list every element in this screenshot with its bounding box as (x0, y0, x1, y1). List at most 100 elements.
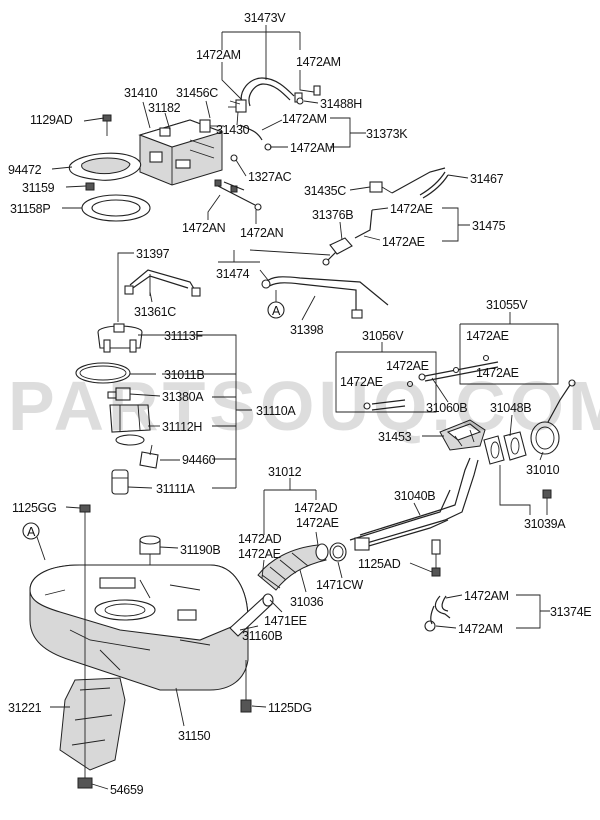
label-31113F: 31113F (164, 329, 203, 343)
screw-31159 (85, 182, 95, 191)
label-31456C: 31456C (176, 86, 218, 100)
label-31012: 31012 (268, 465, 302, 479)
label-54659: 54659 (110, 783, 144, 797)
label-1125GG: 1125GG (12, 501, 57, 515)
label-31040B: 31040B (394, 489, 435, 503)
filler-housing-31453 (439, 419, 486, 451)
hose-31056V (363, 380, 414, 411)
label-31048B: 31048B (490, 401, 531, 415)
label-1472AE: 1472AE (340, 375, 383, 389)
label-31150: 31150 (178, 729, 211, 743)
fuel-pump-31111A (111, 469, 129, 495)
label-31397: 31397 (136, 247, 170, 261)
canister-31410 (138, 119, 224, 186)
label-1472AE: 1472AE (390, 202, 433, 216)
nut-54659 (77, 560, 93, 789)
plate-31158P (81, 194, 151, 222)
pump-holder-31112H (109, 404, 151, 446)
label-31374E: 31374E (550, 605, 591, 619)
bolt-1125GG (79, 504, 91, 560)
label-31467: 31467 (470, 172, 504, 186)
watermark-text: PARTSOUQ.COM (8, 367, 600, 445)
label-31112H: 31112H (162, 420, 202, 434)
filler-hose-31036 (257, 543, 329, 591)
label-1472AM: 1472AM (282, 112, 327, 126)
label-1472AE: 1472AE (296, 516, 339, 530)
label-31039A: 31039A (524, 517, 566, 531)
label-31055V: 31055V (486, 298, 528, 312)
pipe-31398 (261, 276, 389, 319)
clamp-1471CW (329, 542, 347, 562)
label-1472AD: 1472AD (294, 501, 338, 515)
label-1327AC: 1327AC (248, 170, 292, 184)
label-31373K: 31373K (366, 127, 408, 141)
o-ring-31011B (75, 362, 131, 384)
hose-31055V (418, 354, 499, 382)
label-31475: 31475 (472, 219, 506, 233)
label-31110A: 31110A (256, 404, 296, 418)
label-1472AE: 1472AE (476, 366, 519, 380)
label-94460: 94460 (182, 453, 216, 467)
label-1472AN: 1472AN (182, 221, 226, 235)
label-1472AM: 1472AM (196, 48, 241, 62)
callout-marker-bottom (22, 522, 46, 561)
label-94472: 94472 (8, 163, 42, 177)
label-31398: 31398 (290, 323, 324, 337)
callout-label-top: A (272, 304, 281, 318)
bolt-1129AD (102, 114, 112, 136)
valve-31435C (369, 181, 393, 194)
callout-marker-top (267, 290, 285, 319)
label-1472AE: 1472AE (386, 359, 429, 373)
filler-neck-31040B (349, 457, 479, 577)
label-31488H: 31488H (320, 97, 362, 111)
screw-31039A (542, 489, 552, 499)
label-31182: 31182 (148, 101, 181, 115)
label-31453: 31453 (378, 430, 412, 444)
pump-flange-31113F (97, 323, 143, 353)
label-31160B: 31160B (242, 629, 282, 643)
fuel-tank-31150 (29, 564, 249, 691)
label-31430: 31430 (216, 123, 250, 137)
leader-lines (50, 25, 559, 790)
label-31361C: 31361C (134, 305, 176, 319)
gasket-31048B (483, 431, 527, 465)
valve-31456C (199, 99, 247, 133)
label-31056V: 31056V (362, 329, 404, 343)
label-31435C: 31435C (304, 184, 346, 198)
sender-31190B (139, 535, 161, 570)
label-31010: 31010 (526, 463, 560, 477)
label-1472AE: 1472AE (466, 329, 509, 343)
label-31380A: 31380A (162, 390, 204, 404)
callout-label-bottom: A (27, 525, 36, 539)
hose-31374E (424, 595, 451, 632)
label-1472AM: 1472AM (458, 622, 503, 636)
protector-31221 (59, 677, 126, 771)
label-1472AM: 1472AM (290, 141, 335, 155)
label-1472AN: 1472AN (240, 226, 284, 240)
vapor-hose-31473V (240, 77, 321, 107)
label-1471EE: 1471EE (264, 614, 307, 628)
label-31011B: 31011B (164, 368, 204, 382)
label-1125AD: 1125AD (358, 557, 401, 571)
label-1129AD: 1129AD (30, 113, 73, 127)
label-31159: 31159 (22, 181, 55, 195)
label-31376B: 31376B (312, 208, 353, 222)
label-31474: 31474 (216, 267, 250, 281)
label-1472AD: 1472AD (238, 532, 282, 546)
breather-pipe-31160B (229, 593, 274, 637)
label-31221: 31221 (8, 701, 42, 715)
wire-harness-31397 (124, 269, 201, 297)
label-1471CW: 1471CW (316, 578, 363, 592)
label-31473V: 31473V (244, 11, 286, 25)
connector-94460 (139, 444, 159, 469)
label-31190B: 31190B (180, 543, 220, 557)
fuel-cap-31010 (530, 379, 576, 455)
label-1472AE: 1472AE (238, 547, 281, 561)
gasket-94472 (68, 152, 142, 181)
label-31158P: 31158P (10, 202, 50, 216)
check-valve-31376B (322, 209, 373, 266)
label-31111A: 31111A (156, 482, 195, 496)
label-31410: 31410 (124, 86, 158, 100)
